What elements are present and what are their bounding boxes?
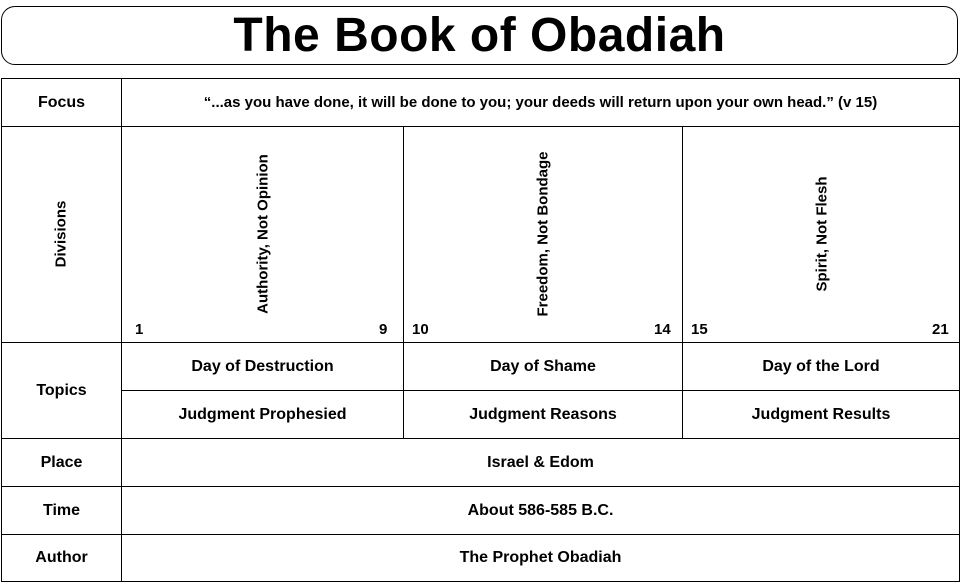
title-banner: The Book of Obadiah <box>1 6 958 65</box>
division-end-verse-2: 14 <box>654 321 671 338</box>
division-start-verse-1: 1 <box>135 321 144 338</box>
division-end-verse-1: 9 <box>379 321 388 338</box>
row-divider <box>2 342 959 343</box>
topic-judgment-2: Judgment Reasons <box>469 405 617 423</box>
row-divider <box>2 438 959 439</box>
column-divider <box>403 126 404 438</box>
page-title: The Book of Obadiah <box>233 9 726 62</box>
author-value: The Prophet Obadiah <box>459 549 622 566</box>
time-label: Time <box>42 501 81 519</box>
division-start-verse-2: 10 <box>412 321 429 338</box>
column-divider <box>682 126 683 438</box>
time-value: About 586-585 B.C. <box>467 501 614 519</box>
topic-day-3: Day of the Lord <box>762 357 880 375</box>
row-divider <box>2 486 959 487</box>
division-start-verse-3: 15 <box>691 321 708 338</box>
division-title-2: Freedom, Not Bondage <box>534 151 552 317</box>
focus-label: Focus <box>37 93 86 111</box>
author-label: Author <box>35 549 88 566</box>
division-title-1: Authority, Not Opinion <box>254 154 272 314</box>
focus-quote: “...as you have done, it will be done to… <box>203 94 878 111</box>
divisions-label: Divisions <box>52 200 70 268</box>
division-end-verse-3: 21 <box>932 321 949 338</box>
row-divider <box>2 534 959 535</box>
row-divider <box>122 390 959 391</box>
overview-chart: Focus “...as you have done, it will be d… <box>1 78 960 582</box>
row-divider <box>2 126 959 127</box>
place-value: Israel & Edom <box>487 453 594 471</box>
topic-judgment-1: Judgment Prophesied <box>178 405 347 423</box>
place-label: Place <box>40 453 83 471</box>
label-column-divider <box>121 79 122 581</box>
topic-judgment-3: Judgment Results <box>751 405 891 423</box>
topic-day-2: Day of Shame <box>490 357 596 375</box>
division-title-3: Spirit, Not Flesh <box>813 176 831 292</box>
topics-label: Topics <box>36 381 87 399</box>
topic-day-1: Day of Destruction <box>191 357 334 375</box>
